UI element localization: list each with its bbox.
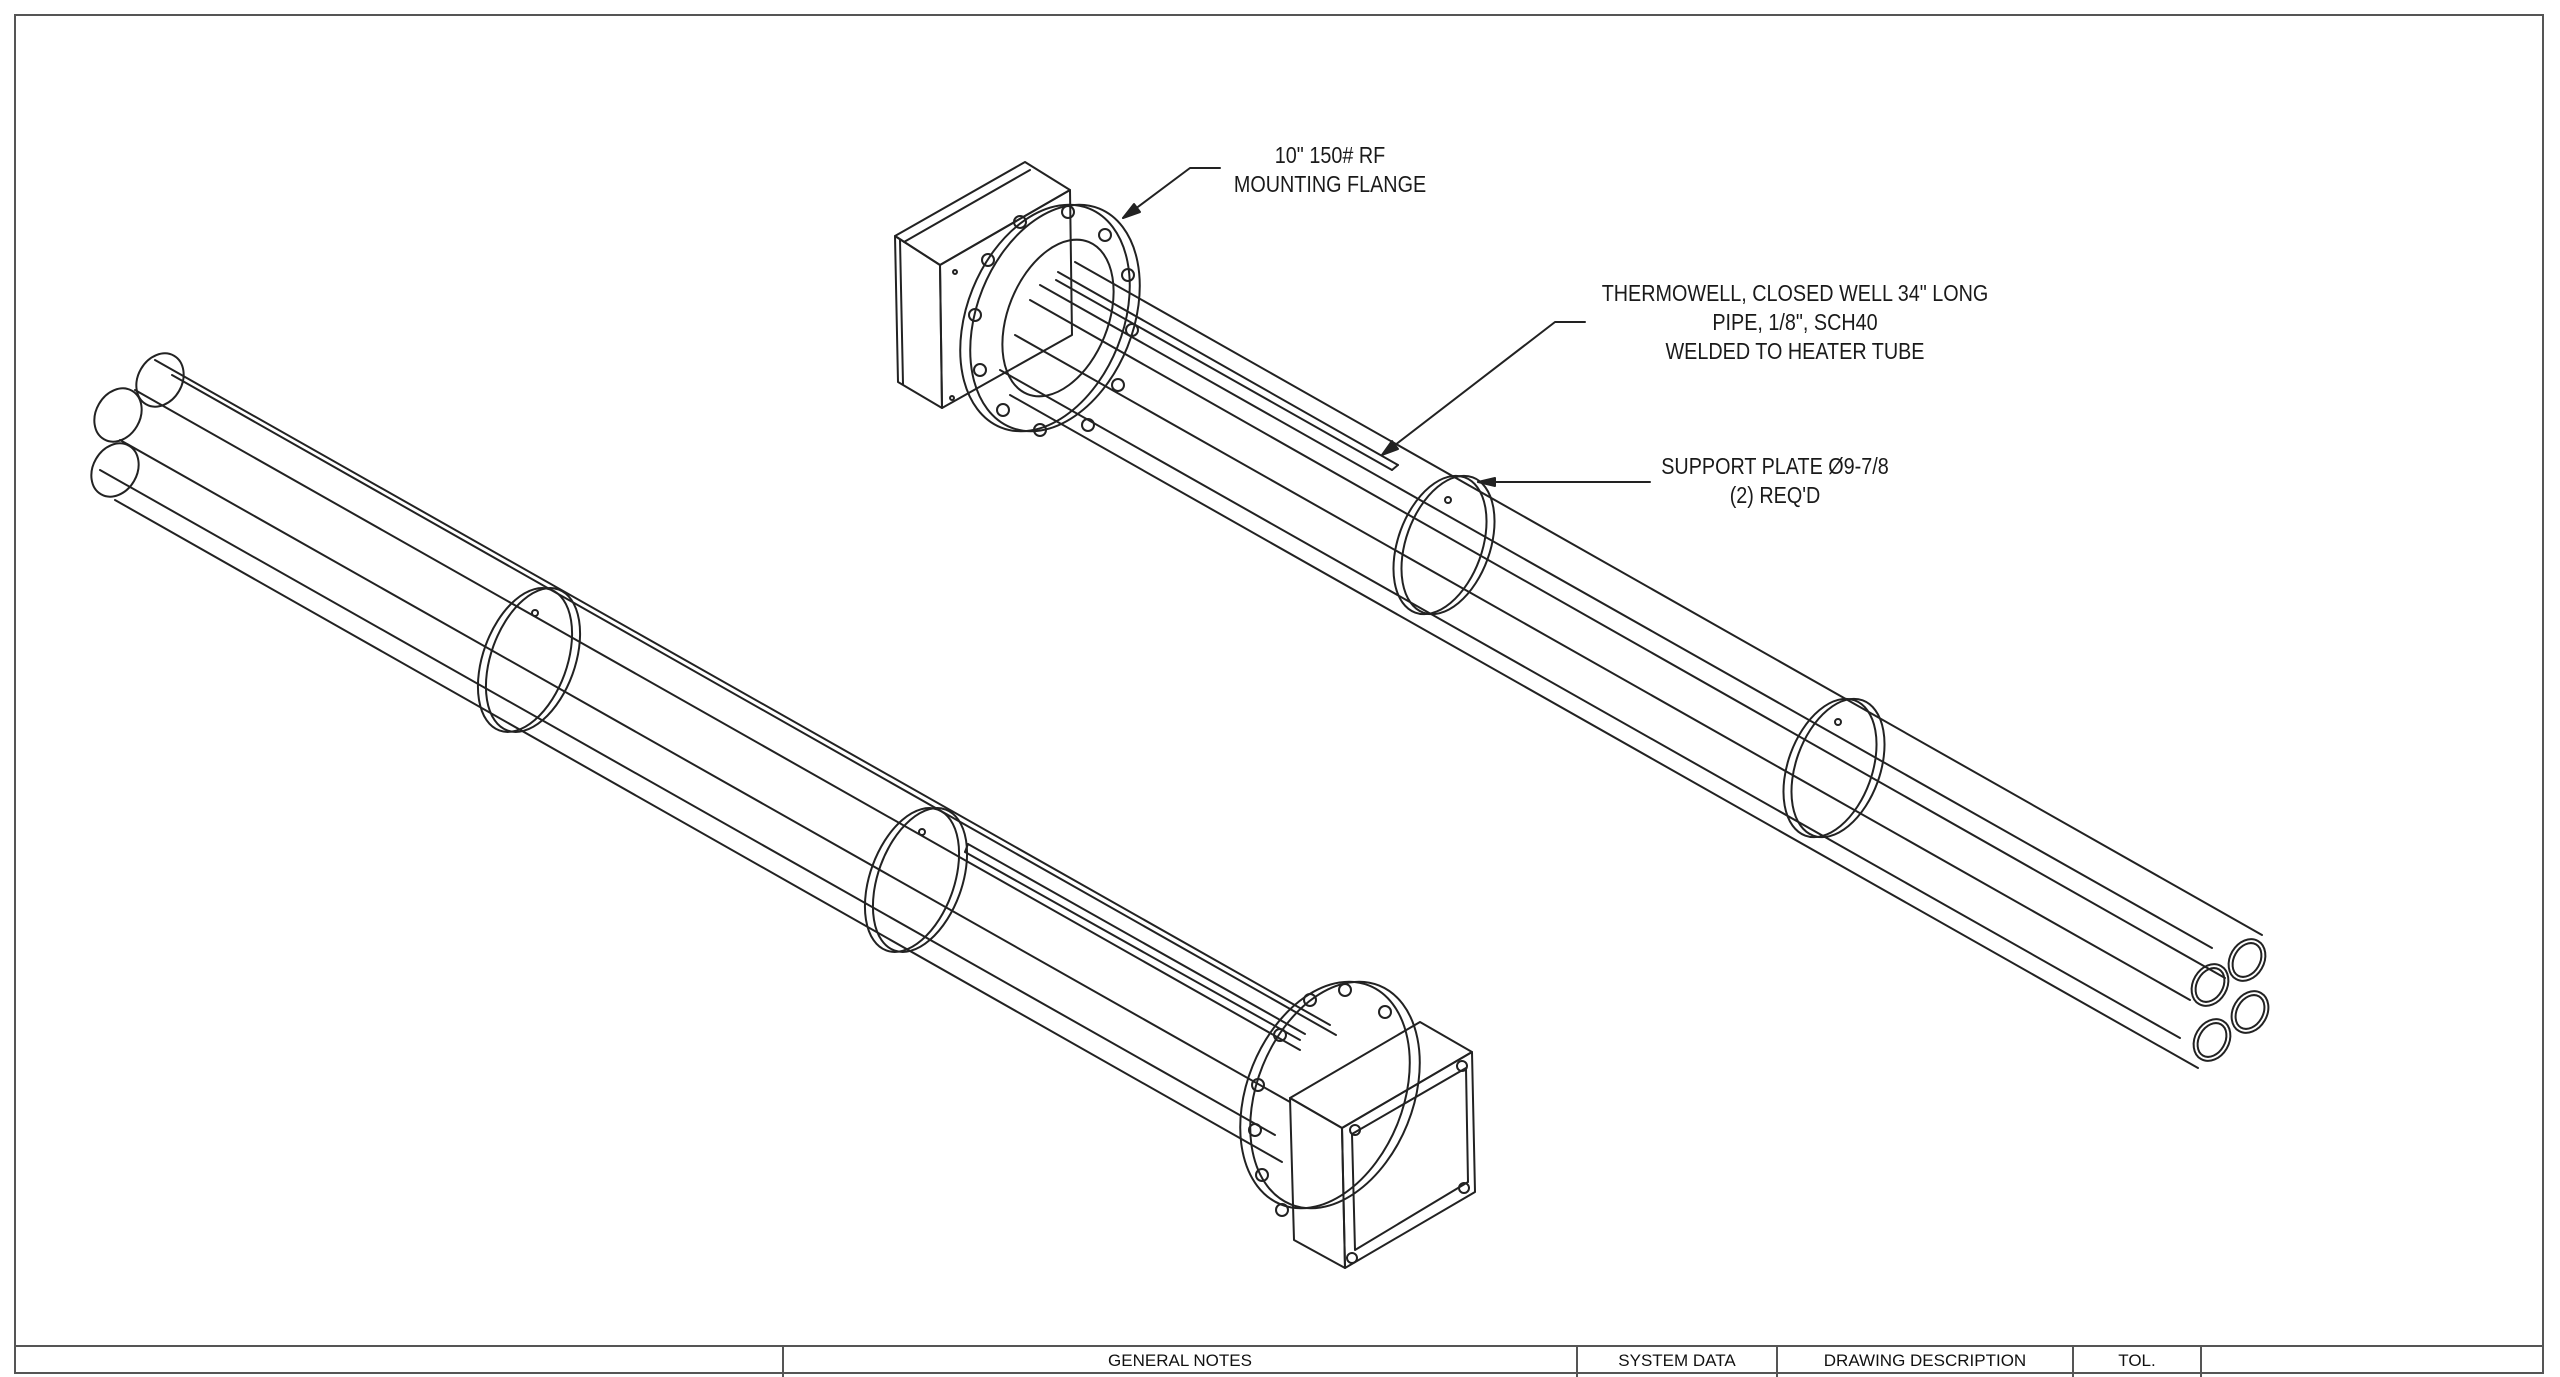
lower-mounting-flange	[1239, 980, 1421, 1217]
lower-tube-ends	[90, 352, 185, 498]
upper-heater-assembly	[894, 161, 2270, 1069]
callout-thermowell-line-3: WELDED TO HEATER TUBE	[1665, 338, 1925, 364]
callout-flange-line-2: MOUNTING FLANGE	[1233, 171, 1427, 197]
upper-tube-bundle	[999, 261, 2263, 1069]
title-block-general-notes: GENERAL NOTES	[782, 1347, 1576, 1377]
callout-flange-line-1: 10" 150# RF	[1274, 142, 1386, 168]
callout-support-plate-line-2: (2) REQ'D	[1729, 482, 1821, 508]
lower-heater-assembly	[90, 352, 1476, 1269]
lower-terminal-box	[1289, 1021, 1476, 1269]
title-block-blank	[14, 1347, 782, 1377]
title-block-end	[2200, 1347, 2544, 1377]
lower-tube-bundle	[99, 359, 1337, 1163]
lower-support-plates	[476, 587, 969, 953]
callout-thermowell-line-1: THERMOWELL, CLOSED WELL 34" LONG	[1601, 280, 1989, 306]
title-block: GENERAL NOTES SYSTEM DATA DRAWING DESCRI…	[14, 1345, 2544, 1377]
upper-terminal-box	[894, 161, 1073, 409]
upper-support-plates	[1392, 474, 1886, 839]
callout-thermowell-line-2: PIPE, 1/8", SCH40	[1712, 309, 1878, 335]
callout-support-plate-line-1: SUPPORT PLATE Ø9-7/8	[1661, 453, 1889, 479]
upper-tube-ends	[2190, 938, 2270, 1062]
leader-lines	[1122, 167, 1651, 487]
upper-mounting-flange	[959, 203, 1141, 437]
title-block-tol: TOL.	[2072, 1347, 2200, 1377]
callout-support-plate: SUPPORT PLATE Ø9-7/8 (2) REQ'D	[1650, 452, 1899, 510]
callout-thermowell: THERMOWELL, CLOSED WELL 34" LONG PIPE, 1…	[1589, 279, 2002, 366]
callout-mounting-flange: 10" 150# RF MOUNTING FLANGE	[1218, 141, 1442, 199]
title-block-system-data: SYSTEM DATA	[1576, 1347, 1776, 1377]
title-block-drawing-description: DRAWING DESCRIPTION	[1776, 1347, 2072, 1377]
